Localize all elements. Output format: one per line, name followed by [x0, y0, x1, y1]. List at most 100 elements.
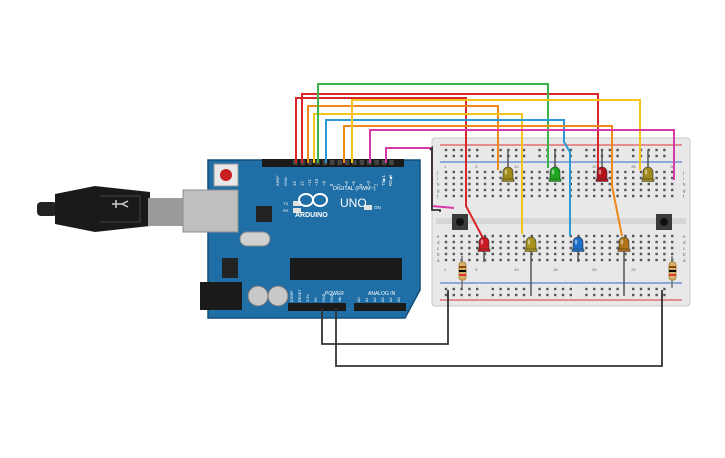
breadboard-hole[interactable]: [639, 258, 643, 262]
breadboard-hole[interactable]: [632, 170, 635, 174]
breadboard-hole[interactable]: [639, 246, 643, 250]
rail-hole[interactable]: [639, 293, 643, 297]
breadboard-hole[interactable]: [561, 252, 565, 256]
rail-hole[interactable]: [476, 154, 479, 158]
rail-hole[interactable]: [647, 154, 650, 158]
breadboard-hole[interactable]: [452, 240, 455, 244]
breadboard-hole[interactable]: [483, 182, 487, 186]
led-olive-top-1[interactable]: [501, 166, 515, 182]
breadboard-hole[interactable]: [616, 182, 619, 186]
breadboard-hole[interactable]: [538, 240, 541, 244]
breadboard-hole[interactable]: [515, 258, 518, 262]
rail-hole[interactable]: [655, 154, 658, 158]
rail-hole[interactable]: [655, 148, 658, 152]
rail-hole[interactable]: [522, 154, 526, 158]
breadboard-hole[interactable]: [577, 188, 580, 192]
breadboard-hole[interactable]: [444, 252, 448, 256]
rail-hole[interactable]: [561, 293, 565, 297]
breadboard-hole[interactable]: [522, 240, 526, 244]
resistor-right[interactable]: [668, 256, 677, 288]
breadboard-hole[interactable]: [499, 176, 502, 180]
breadboard-hole[interactable]: [608, 258, 611, 262]
breadboard-hole[interactable]: [671, 176, 674, 180]
rail-hole[interactable]: [460, 154, 463, 158]
rail-hole[interactable]: [663, 293, 666, 297]
breadboard-hole[interactable]: [522, 252, 526, 256]
breadboard-hole[interactable]: [515, 182, 518, 186]
breadboard-hole[interactable]: [546, 194, 549, 198]
breadboard-hole[interactable]: [616, 246, 619, 250]
breadboard-hole[interactable]: [483, 252, 487, 256]
breadboard-hole[interactable]: [515, 240, 518, 244]
rail-hole[interactable]: [569, 148, 572, 152]
breadboard-hole[interactable]: [663, 246, 666, 250]
breadboard-hole[interactable]: [647, 182, 650, 186]
breadboard-hole[interactable]: [639, 252, 643, 256]
breadboard-hole[interactable]: [561, 194, 565, 198]
breadboard-hole[interactable]: [468, 246, 471, 250]
breadboard-hole[interactable]: [522, 176, 526, 180]
breadboard-hole[interactable]: [624, 194, 627, 198]
breadboard-hole[interactable]: [655, 246, 658, 250]
rail-hole[interactable]: [476, 287, 479, 291]
breadboard-hole[interactable]: [639, 240, 643, 244]
breadboard-hole[interactable]: [655, 252, 658, 256]
digital-pin-socket[interactable]: [307, 160, 313, 165]
breadboard-hole[interactable]: [499, 188, 502, 192]
breadboard-hole[interactable]: [483, 194, 487, 198]
breadboard-hole[interactable]: [608, 246, 611, 250]
breadboard-hole[interactable]: [663, 258, 666, 262]
rail-hole[interactable]: [515, 293, 518, 297]
rail-hole[interactable]: [522, 293, 526, 297]
breadboard-hole[interactable]: [593, 258, 596, 262]
breadboard-hole[interactable]: [546, 170, 549, 174]
rail-hole[interactable]: [593, 154, 596, 158]
rail-hole[interactable]: [468, 154, 471, 158]
breadboard-hole[interactable]: [647, 240, 650, 244]
breadboard-hole[interactable]: [546, 176, 549, 180]
breadboard-hole[interactable]: [624, 176, 627, 180]
breadboard-hole[interactable]: [624, 182, 627, 186]
digital-pin-socket[interactable]: [381, 160, 387, 165]
breadboard-hole[interactable]: [663, 170, 666, 174]
breadboard-hole[interactable]: [452, 234, 455, 238]
breadboard-hole[interactable]: [460, 176, 463, 180]
breadboard-hole[interactable]: [624, 234, 627, 238]
breadboard-hole[interactable]: [593, 176, 596, 180]
breadboard-hole[interactable]: [561, 188, 565, 192]
breadboard-hole[interactable]: [444, 176, 448, 180]
breadboard-hole[interactable]: [476, 176, 479, 180]
wire-pin7-orange[interactable]: [343, 125, 623, 237]
breadboard-hole[interactable]: [444, 258, 448, 262]
breadboard-hole[interactable]: [460, 246, 463, 250]
breadboard-hole[interactable]: [569, 252, 572, 256]
breadboard-hole[interactable]: [515, 188, 518, 192]
breadboard-hole[interactable]: [647, 246, 650, 250]
rail-hole[interactable]: [585, 287, 588, 291]
breadboard-hole[interactable]: [593, 246, 596, 250]
breadboard-hole[interactable]: [507, 240, 510, 244]
breadboard-hole[interactable]: [585, 176, 588, 180]
rail-hole[interactable]: [593, 148, 596, 152]
breadboard-hole[interactable]: [468, 194, 471, 198]
rail-hole[interactable]: [538, 154, 541, 158]
breadboard-hole[interactable]: [600, 240, 604, 244]
breadboard-hole[interactable]: [452, 246, 455, 250]
rail-hole[interactable]: [546, 293, 549, 297]
rail-hole[interactable]: [616, 154, 619, 158]
rail-hole[interactable]: [663, 154, 666, 158]
breadboard-hole[interactable]: [600, 188, 604, 192]
breadboard-hole[interactable]: [546, 234, 549, 238]
breadboard-hole[interactable]: [671, 252, 674, 256]
breadboard-hole[interactable]: [460, 170, 463, 174]
breadboard-hole[interactable]: [561, 234, 565, 238]
breadboard-hole[interactable]: [577, 182, 580, 186]
breadboard-hole[interactable]: [593, 234, 596, 238]
breadboard-hole[interactable]: [616, 194, 619, 198]
breadboard-hole[interactable]: [476, 194, 479, 198]
breadboard-hole[interactable]: [554, 258, 557, 262]
rail-hole[interactable]: [468, 287, 471, 291]
rail-hole[interactable]: [632, 287, 635, 291]
rail-hole[interactable]: [647, 293, 650, 297]
breadboard-hole[interactable]: [468, 258, 471, 262]
